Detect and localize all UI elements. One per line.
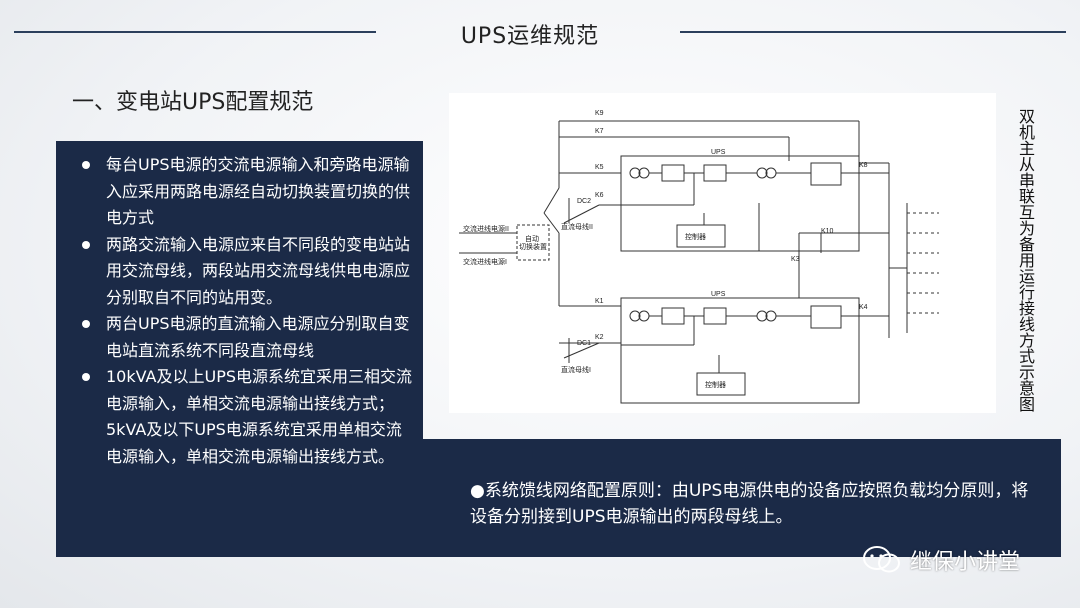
- wechat-icon: [863, 546, 900, 573]
- dc2-label: DC2: [577, 198, 591, 205]
- bullet-dot-icon: [82, 240, 90, 249]
- k4-label: K4: [859, 304, 868, 311]
- dc-bus2-label: 直流母线II: [561, 222, 593, 231]
- bullet-item: 两路交流输入电源应来自不同段的变电站站用交流母线，两段站用交流母线供电电源应分别…: [80, 232, 415, 312]
- k6-label: K6: [595, 192, 604, 199]
- bullet-text: 每台UPS电源的交流电源输入和旁路电源输入应采用两路电源经自动切换装置切换的供电…: [106, 155, 411, 227]
- section-title: 一、变电站UPS配置规范: [72, 90, 314, 115]
- ats-label-line2: 切换装置: [519, 242, 547, 251]
- bullet-dot-icon: [82, 373, 90, 381]
- feeder-principle-text: ●系统馈线网络配置原则：由UPS电源供电的设备应按照负载均分原则，将设备分别接到…: [470, 481, 1029, 527]
- controller-bottom-label: 控制器: [705, 380, 726, 389]
- text-panel: [56, 141, 423, 557]
- k7-label: K7: [595, 128, 604, 135]
- feeder-panel: [423, 439, 1061, 557]
- bullet-text: 10kVA及以上UPS电源系统宜采用三相交流电源输入，单相交流电源输出接线方式；…: [106, 367, 413, 466]
- k1-label: K1: [595, 298, 604, 305]
- bullet-text: 两路交流输入电源应来自不同段的变电站站用交流母线，两段站用交流母线供电电源应分别…: [106, 234, 411, 307]
- slide-title: UPS运维规范: [460, 24, 600, 49]
- k3-label: K3: [791, 256, 800, 263]
- ac-in2-label: 交流进线电源II: [463, 224, 509, 233]
- bullet-list: 每台UPS电源的交流电源输入和旁路电源输入应采用两路电源经自动切换装置切换的供电…: [80, 152, 415, 470]
- bullet-dot-icon: [82, 161, 90, 169]
- k10-label: K10: [821, 228, 834, 235]
- watermark-text: 继保小讲堂: [910, 550, 1021, 575]
- bullet-item: 两台UPS电源的直流输入电源应分别取自变电站直流系统不同段直流母线: [80, 311, 415, 364]
- bullet-dot-icon: [82, 320, 90, 328]
- header-rule-right: [680, 31, 1066, 33]
- k9-label: K9: [595, 110, 604, 117]
- k2-label: K2: [595, 334, 604, 341]
- k5-label: K5: [595, 164, 604, 171]
- ups-wiring-diagram: K9 K7 K5 K6 K8 K10 K3 K1 K2 K4 UPS UPS 控…: [449, 93, 996, 413]
- controller-top-label: 控制器: [685, 232, 706, 241]
- header-rule-left: [14, 31, 376, 33]
- bullet-text: 两台UPS电源的直流输入电源应分别取自变电站直流系统不同段直流母线: [106, 314, 410, 360]
- diagram-caption: 双机主从串联互为备用运行接线方式示意图: [1016, 108, 1035, 412]
- ats-label: 自动: [525, 234, 539, 243]
- k8-label: K8: [859, 162, 868, 169]
- ac-in1-label: 交流进线电源I: [463, 257, 507, 266]
- ups-top-label: UPS: [711, 149, 726, 156]
- ups-bottom-label: UPS: [711, 291, 726, 298]
- bullet-item: 10kVA及以上UPS电源系统宜采用三相交流电源输入，单相交流电源输出接线方式；…: [80, 364, 415, 470]
- dc1-label: DC1: [577, 340, 591, 347]
- dc-bus1-label: 直流母线I: [561, 365, 591, 374]
- watermark: 继保小讲堂: [862, 544, 1020, 576]
- bullet-item: 每台UPS电源的交流电源输入和旁路电源输入应采用两路电源经自动切换装置切换的供电…: [80, 152, 415, 232]
